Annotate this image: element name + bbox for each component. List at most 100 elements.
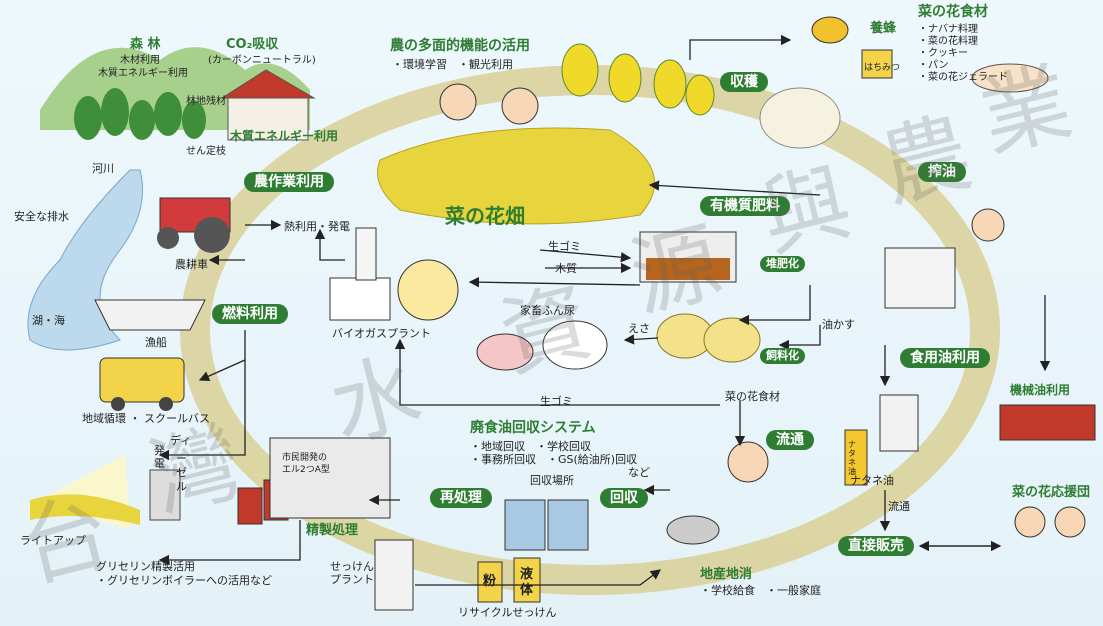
soap-plant-label-2: プラント (330, 573, 374, 586)
cooking-pot-icon (666, 515, 720, 545)
cook-icon (727, 441, 769, 483)
bus-icon (99, 357, 185, 411)
direct-sales-badge: 直接販売 (838, 536, 914, 556)
food-list-item: ・菜の花ジェラード (918, 72, 1008, 83)
bee-icon (811, 16, 849, 44)
refining-label: 精製処理 (306, 523, 359, 538)
lightup-icon (30, 455, 181, 530)
wood-energy-label: 木質エネルギー利用 (230, 129, 339, 143)
liquid-label-2: 体 (520, 583, 534, 598)
oil-bottle-icon (844, 429, 868, 486)
forest-trees (74, 88, 206, 140)
rapeseed-plants (561, 43, 715, 116)
power-generation-label: 発電 (154, 444, 165, 470)
soap-plant-icon (374, 539, 414, 611)
soap-bottles-icon (477, 557, 541, 603)
compost-shed-icon (639, 231, 737, 283)
lightup-label: ライトアップ (20, 534, 86, 547)
diesel-char-2: ー (176, 452, 187, 465)
refinery-icon (269, 437, 391, 519)
food-waste-label-1: 生ゴミ (548, 240, 581, 253)
wood-label: 木質 (555, 262, 577, 275)
biogas-label: バイオガスプラント (332, 327, 431, 340)
multifunction-sub: ・環境学習 ・観光利用 (392, 58, 513, 71)
rapeseed-oil-label: ナタネ油 (850, 474, 894, 487)
lake-sea-label: 湖・海 (32, 314, 65, 327)
collection-tanks-icon (504, 499, 589, 551)
seed-pods (759, 87, 841, 149)
waste-oil-system-title: 廃食油回収システム (470, 420, 596, 436)
field-title: 菜の花畑 (445, 204, 525, 228)
river (27, 169, 143, 351)
safe-drainage-label: 安全な排水 (14, 210, 69, 223)
river-label: 河川 (92, 162, 114, 175)
food-list-item: ・パン (918, 60, 949, 71)
diesel-char-4: ル (176, 480, 187, 493)
pruned-branches-label: せん定枝 (186, 146, 226, 157)
distribution-label-2: 流通 (888, 500, 910, 513)
harvest-badge: 収穫 (720, 72, 768, 92)
collection-badge: 回収 (600, 488, 648, 508)
machine-oil-label: 機械油利用 (1010, 383, 1071, 397)
forest-residue-label: 林地残材 (186, 96, 226, 107)
multifunction-label: 農の多面的機能の活用 (390, 38, 530, 54)
children-icon (439, 83, 539, 125)
forest-sub2: 木質エネルギー利用 (98, 68, 188, 79)
powder-label: 粉 (483, 574, 497, 589)
food-list-item: ・菜の花料理 (918, 36, 978, 47)
honey-jar-icon (861, 49, 893, 79)
machine-oil-tractor-icon (999, 404, 1096, 441)
bottle-oil-label: ナタネ油 (848, 440, 856, 476)
bus-label: 地域循環 ・ スクールバス (82, 412, 210, 425)
farm-vehicle-label: 農耕車 (175, 258, 208, 271)
supporters-icon (1014, 506, 1086, 538)
feed-conversion-badge: 飼料化 (760, 348, 805, 364)
heat-power-label: 熱利用・発電 (284, 220, 350, 233)
waste-oil-line-3: など (628, 466, 650, 479)
rapeseed-field (377, 127, 655, 225)
oil-cake-label: 油かす (822, 318, 855, 331)
glycerin-line-1: グリセリン精製活用 (96, 560, 195, 573)
composting-badge: 堆肥化 (760, 256, 805, 272)
edible-oil-badge: 食用油利用 (900, 348, 990, 368)
food-list: ・ナバナ料理・菜の花料理・クッキー・パン・菜の花ジェラード (918, 24, 1008, 84)
recycled-soap-label: リサイクルせっけん (458, 606, 557, 619)
refinery-maker-1: 市民開発の (282, 453, 328, 463)
co2-label: CO₂吸収 (226, 37, 279, 52)
oil-press-icon (884, 208, 1005, 309)
house-icon (220, 69, 316, 141)
supporters-label: 菜の花応援団 (1012, 485, 1091, 500)
livestock-icon (476, 320, 608, 371)
farm-work-badge: 農作業利用 (244, 172, 334, 192)
diesel-char-3: ゼ (176, 466, 187, 479)
rapeseed-food-label: 菜の花食材 (725, 390, 780, 403)
liquid-label-1: 液 (520, 567, 534, 582)
honey-label: はちみつ (864, 63, 901, 73)
food-waste-label-2: 生ゴミ (540, 395, 573, 408)
food-list-item: ・ナバナ料理 (918, 24, 978, 35)
collection-point-label: 回収場所 (530, 474, 574, 487)
oil-pressing-badge: 搾油 (918, 162, 966, 182)
glycerin-line-2: ・グリセリンボイラーへの活用など (96, 574, 272, 587)
oil-jug-icon (879, 394, 919, 452)
biogas-plant-icon (329, 227, 459, 321)
flow-arrows (158, 34, 1051, 586)
organic-fertilizer-badge: 有機質肥料 (700, 196, 790, 216)
reprocessing-badge: 再処理 (430, 488, 492, 508)
livestock-manure-label: 家畜ふん尿 (520, 304, 575, 317)
local-consumption-label: 地産地消 (700, 567, 753, 582)
fuel-use-badge: 燃料利用 (212, 304, 288, 324)
co2-sub: (カーボンニュートラル) (208, 55, 316, 66)
distribution-badge: 流通 (766, 430, 814, 450)
diesel-char-1: ディ (170, 434, 192, 447)
waste-oil-line-2: ・事務所回収 ・GS(給油所)回収 (470, 453, 638, 466)
fishing-boat-label: 漁船 (145, 336, 167, 349)
beekeeping-label: 養蜂 (870, 21, 897, 36)
waste-oil-line-1: ・地域回収 ・学校回収 (470, 440, 591, 453)
hay-bales (656, 313, 761, 363)
ship-icon (94, 299, 206, 331)
soap-plant-label-1: せっけん (330, 560, 374, 573)
food-list-item: ・クッキー (918, 48, 968, 59)
